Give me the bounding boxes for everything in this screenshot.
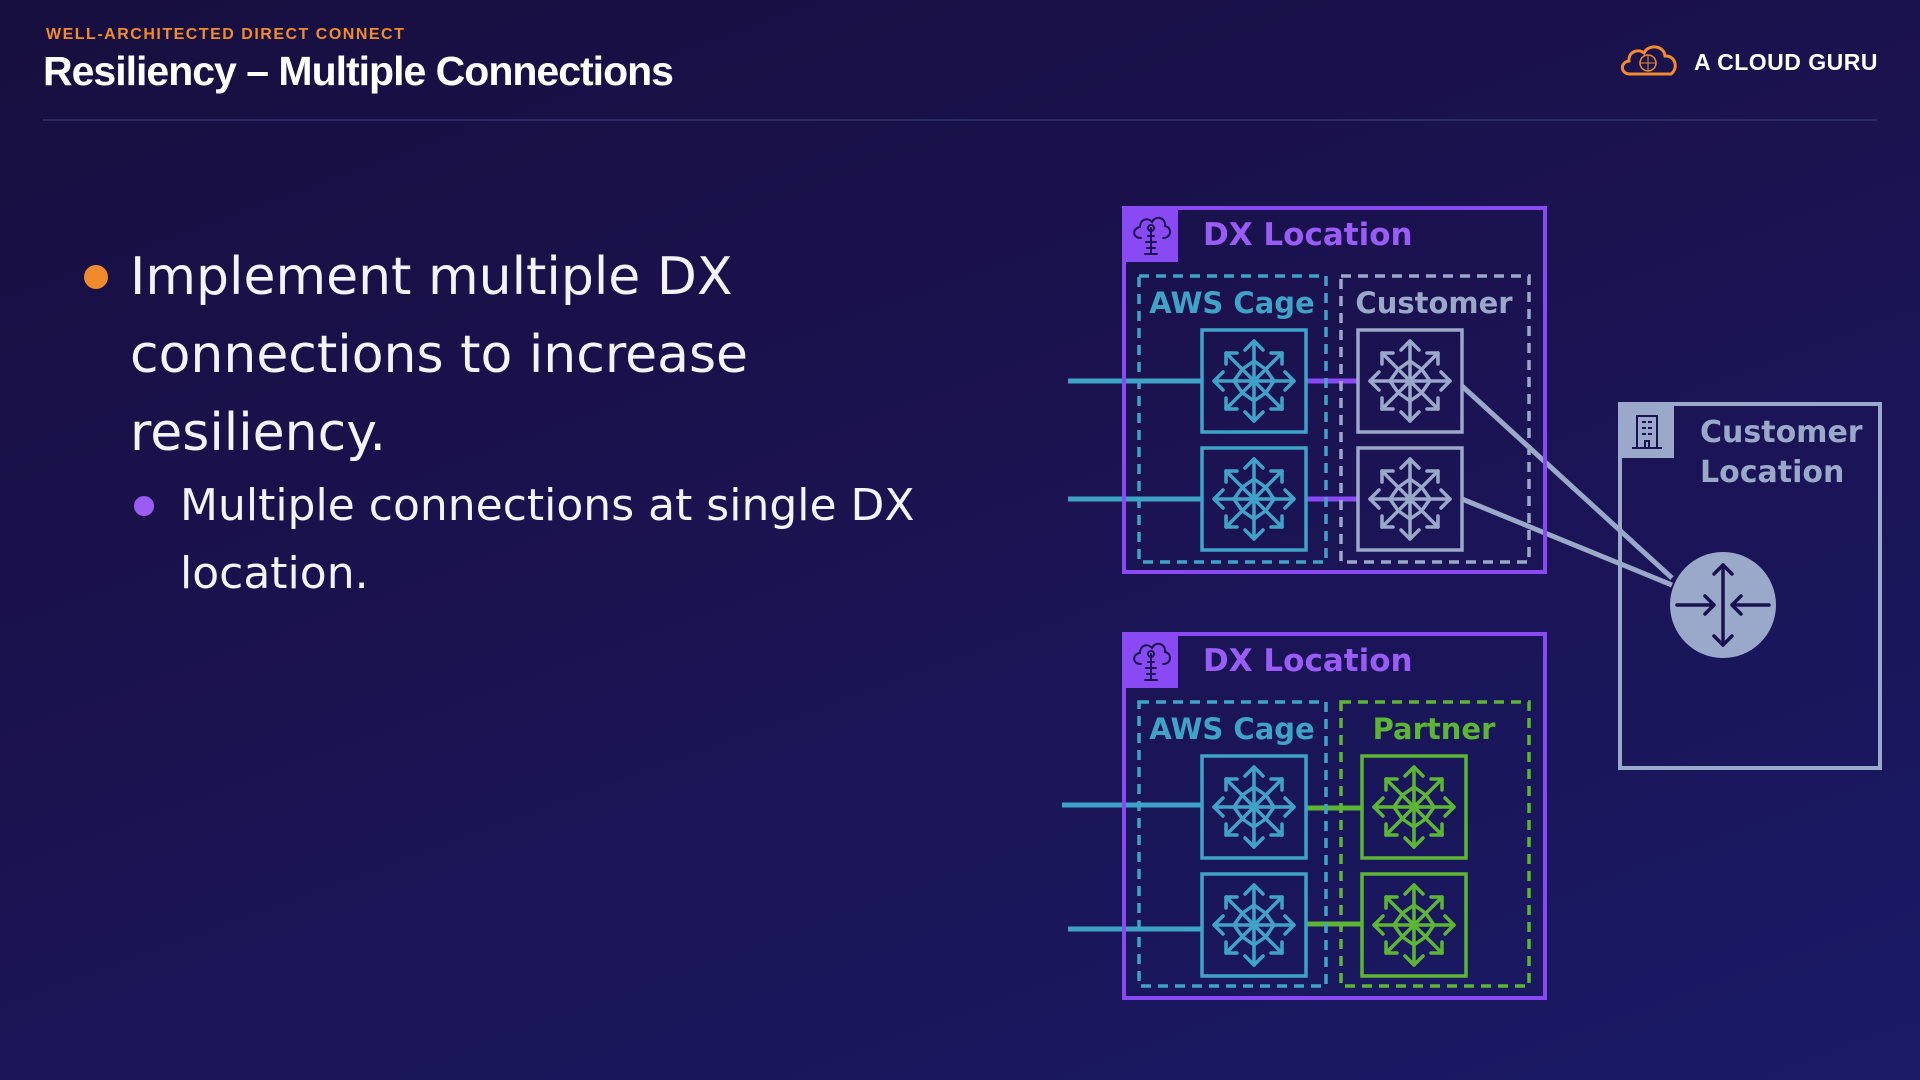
bullet-main: Implement multiple DX connections to inc… <box>84 238 984 472</box>
aws-cage-2-label: AWS Cage <box>1149 712 1314 746</box>
dx-location-icon <box>1133 642 1172 681</box>
partner-cage-label: Partner <box>1373 712 1497 746</box>
dx-location-1: DX Location AWS Cage Customer <box>1122 206 1547 574</box>
bullet-list: Implement multiple DX connections to inc… <box>84 238 984 608</box>
eyebrow-label: WELL-ARCHITECTED DIRECT CONNECT <box>46 26 406 43</box>
router-icon <box>1200 328 1308 434</box>
bullet-main-text: Implement multiple DX connections to inc… <box>130 247 749 463</box>
bullet-sub-text: Multiple connections at single DX locati… <box>180 480 915 599</box>
bullet-dot-purple <box>134 496 154 516</box>
aws-cage-1-label: AWS Cage <box>1149 286 1314 320</box>
customer-cage-label: Customer <box>1355 286 1513 320</box>
bullet-dot-orange <box>84 265 108 289</box>
partner-router-icon <box>1360 872 1468 978</box>
page-title: Resiliency – Multiple Connections <box>43 48 674 94</box>
partner-router-icon <box>1360 754 1468 860</box>
dx-location-icon <box>1133 216 1172 255</box>
router-icon <box>1200 754 1308 860</box>
customer-router-circle-icon <box>1670 552 1776 658</box>
customer-location-label-1: Customer <box>1700 415 1863 450</box>
building-icon <box>1632 415 1662 449</box>
dx-location-2-label: DX Location <box>1203 643 1413 679</box>
brand-name: A CLOUD GURU <box>1693 48 1878 75</box>
customer-router-icon <box>1356 446 1464 552</box>
customer-location: Customer Location <box>1618 402 1882 770</box>
customer-location-label-2: Location <box>1700 455 1844 490</box>
cloud-logo-icon <box>1618 40 1682 84</box>
dx-location-1-label: DX Location <box>1203 217 1413 253</box>
customer-router-icon <box>1356 328 1464 434</box>
brand-logo: A CLOUD GURU <box>1618 40 1878 84</box>
router-icon <box>1200 446 1308 552</box>
header-divider <box>43 119 1877 121</box>
dx-location-2: DX Location AWS Cage Partner <box>1122 632 1547 1000</box>
bullet-sub: Multiple connections at single DX locati… <box>134 472 984 608</box>
connection-lines <box>1062 378 1674 932</box>
router-icon <box>1200 872 1308 978</box>
